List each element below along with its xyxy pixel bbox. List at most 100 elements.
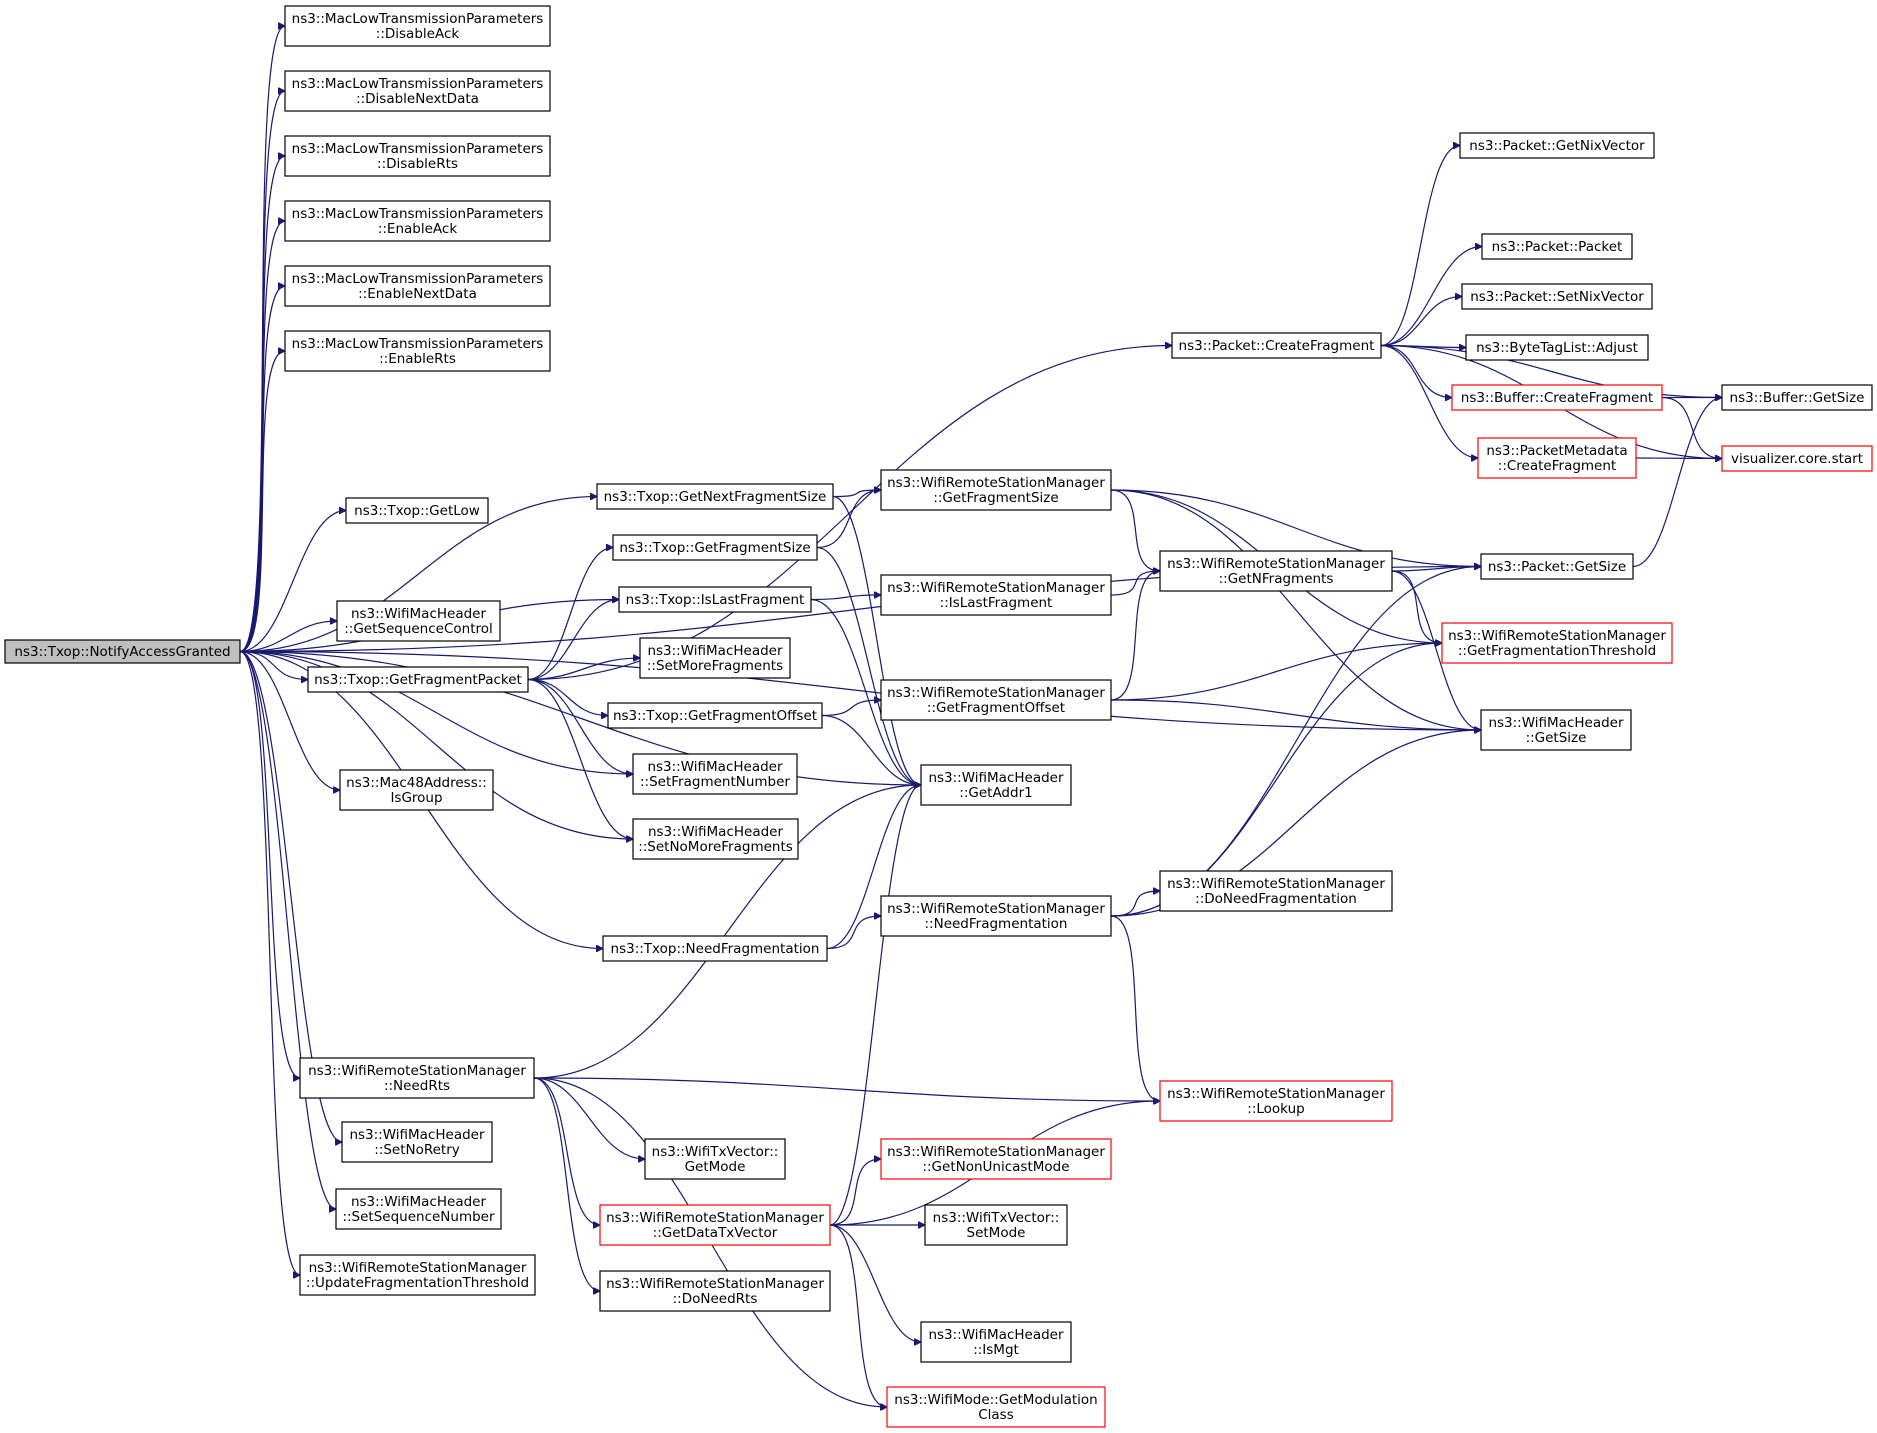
function-node-box [1721, 445, 1873, 472]
function-node-setNoRetry[interactable]: ns3::WifiMacHeader::SetNoRetry [341, 1121, 493, 1163]
function-name-line: ::SetMoreFragments [647, 658, 783, 674]
function-node-getModeTx[interactable]: ns3::WifiTxVector::GetMode [644, 1138, 786, 1180]
function-node-root[interactable]: ns3::Txop::NotifyAccessGranted [4, 639, 241, 664]
function-node-vizStart[interactable]: visualizer.core.start [1721, 445, 1873, 472]
function-node-setSeqNum[interactable]: ns3::WifiMacHeader::SetSequenceNumber [335, 1188, 502, 1230]
call-edge-pktCreateFrag-to-pktPacket [1380, 247, 1482, 347]
function-name-line: ::DisableAck [376, 26, 460, 42]
call-edge-wrsmFragOffset-to-getFragThr [1110, 643, 1442, 701]
call-edge-getFragPacket-to-setFragNum [527, 678, 633, 775]
function-name-line: ::GetFragmentOffset [927, 700, 1065, 716]
function-node-btlAdjust[interactable]: ns3::ByteTagList::Adjust [1465, 334, 1649, 361]
call-edge-txopNextFragSize-to-getAddr1 [832, 495, 921, 786]
function-name-line: ns3::WifiMacHeader [1488, 715, 1624, 731]
function-name-line: ::NeedRts [384, 1078, 450, 1094]
call-edge-root-to-isGroup [239, 650, 340, 791]
function-name-line: ns3::Txop::GetFragmentOffset [613, 708, 817, 724]
function-node-wrsmNeedFrag[interactable]: ns3::WifiRemoteStationManager::NeedFragm… [880, 895, 1112, 937]
function-node-doNeedFrag[interactable]: ns3::WifiRemoteStationManager::DoNeedFra… [1159, 870, 1393, 912]
function-node-txopNeedFrag[interactable]: ns3::Txop::NeedFragmentation [602, 935, 828, 962]
function-node-enableRts[interactable]: ns3::MacLowTransmissionParameters::Enabl… [284, 330, 551, 372]
function-name-line: ns3::Buffer::GetSize [1730, 390, 1865, 406]
function-node-getAddr1[interactable]: ns3::WifiMacHeader::GetAddr1 [920, 764, 1072, 806]
function-node-pktPacket[interactable]: ns3::Packet::Packet [1481, 233, 1633, 260]
function-name-line: ns3::Packet::GetNixVector [1469, 138, 1645, 154]
function-node-getFragThr[interactable]: ns3::WifiRemoteStationManager::GetFragme… [1441, 622, 1673, 664]
function-node-getLow[interactable]: ns3::Txop::GetLow [345, 497, 489, 524]
function-node-box [284, 265, 551, 307]
function-node-pmCreateFrag[interactable]: ns3::PacketMetadata::CreateFragment [1477, 437, 1637, 479]
function-name-line: ::GetSize [1526, 730, 1587, 746]
call-edge-root-to-setSeqNum [239, 650, 336, 1210]
function-name-line: ns3::WifiRemoteStationManager [1167, 556, 1385, 572]
function-node-txopIsLast[interactable]: ns3::Txop::IsLastFragment [618, 586, 812, 613]
function-node-isMgt[interactable]: ns3::WifiMacHeader::IsMgt [920, 1321, 1072, 1363]
function-name-line: Class [978, 1407, 1014, 1423]
function-name-line: ::DoNeedFragmentation [1195, 891, 1357, 907]
function-node-getFragPacket[interactable]: ns3::Txop::GetFragmentPacket [307, 666, 529, 693]
call-edge-needRts-to-getModeTx [533, 1077, 645, 1159]
call-edge-getDataTxVector-to-getAddr1 [829, 785, 921, 1226]
function-node-box [596, 483, 834, 510]
function-name-line: GetMode [685, 1159, 746, 1175]
function-node-disableRts[interactable]: ns3::MacLowTransmissionParameters::Disab… [284, 135, 551, 177]
function-node-wmhGetSize[interactable]: ns3::WifiMacHeader::GetSize [1480, 709, 1632, 751]
function-node-getNFrag[interactable]: ns3::WifiRemoteStationManager::GetNFragm… [1159, 550, 1393, 592]
function-name-line: ns3::WifiRemoteStationManager [887, 475, 1105, 491]
function-name-line: ns3::WifiMode::GetModulation [894, 1392, 1097, 1408]
function-node-isGroup[interactable]: ns3::Mac48Address::IsGroup [339, 769, 494, 811]
function-node-needRts[interactable]: ns3::WifiRemoteStationManager::NeedRts [299, 1057, 535, 1099]
function-node-doNeedRts[interactable]: ns3::WifiRemoteStationManager::DoNeedRts [599, 1270, 831, 1312]
call-edge-getNFrag-to-wmhGetSize [1391, 570, 1481, 730]
function-node-box [924, 1204, 1068, 1246]
function-node-wrsmIsLast[interactable]: ns3::WifiRemoteStationManager::IsLastFra… [880, 574, 1112, 616]
call-edge-getDataTxVector-to-getNonUnicast [829, 1159, 881, 1226]
function-node-wrsmFragSize[interactable]: ns3::WifiRemoteStationManager::GetFragme… [880, 469, 1112, 511]
function-node-updFragThr[interactable]: ns3::WifiRemoteStationManager::UpdateFra… [299, 1254, 536, 1296]
function-node-setMoreFrag[interactable]: ns3::WifiMacHeader::SetMoreFragments [639, 637, 791, 679]
call-edge-wrsmFragOffset-to-wmhGetSize [1110, 699, 1481, 730]
function-name-line: ns3::WifiRemoteStationManager [887, 901, 1105, 917]
function-node-getNonUnicast[interactable]: ns3::WifiRemoteStationManager::GetNonUni… [880, 1138, 1112, 1180]
function-name-line: ::EnableNextData [358, 286, 477, 302]
function-node-getSeqCtrl[interactable]: ns3::WifiMacHeader::GetSequenceControl [336, 600, 501, 642]
function-node-pktGetNix[interactable]: ns3::Packet::GetNixVector [1459, 132, 1655, 159]
function-node-box [880, 469, 1112, 511]
function-node-txopFragSize[interactable]: ns3::Txop::GetFragmentSize [612, 534, 818, 561]
function-node-wrsmFragOffset[interactable]: ns3::WifiRemoteStationManager::GetFragme… [880, 679, 1112, 721]
function-node-box [1459, 132, 1655, 159]
call-edge-pktCreateFrag-to-bufCreateFrag [1380, 344, 1452, 398]
function-node-disableAck[interactable]: ns3::MacLowTransmissionParameters::Disab… [284, 5, 551, 47]
function-node-disableNextData[interactable]: ns3::MacLowTransmissionParameters::Disab… [284, 70, 551, 112]
call-edge-wrsmFragSize-to-getNFrag [1110, 489, 1160, 571]
function-name-line: IsGroup [390, 790, 442, 806]
call-edge-txopNextFragSize-to-wrsmFragSize [832, 490, 881, 498]
function-node-enableAck[interactable]: ns3::MacLowTransmissionParameters::Enabl… [284, 200, 551, 242]
function-node-setNoMoreFrag[interactable]: ns3::WifiMacHeader::SetNoMoreFragments [632, 818, 799, 860]
function-node-box [612, 534, 818, 561]
call-edge-getDataTxVector-to-isMgt [829, 1224, 921, 1342]
call-edge-pktCreateFrag-to-pktGetNix [1380, 146, 1460, 347]
function-name-line: ns3::WifiRemoteStationManager [606, 1210, 824, 1226]
function-node-bufCreateFrag[interactable]: ns3::Buffer::CreateFragment [1451, 384, 1663, 411]
function-node-bufGetSize[interactable]: ns3::Buffer::GetSize [1721, 384, 1873, 411]
function-node-lookup[interactable]: ns3::WifiRemoteStationManager::Lookup [1159, 1080, 1393, 1122]
function-node-enableNextData[interactable]: ns3::MacLowTransmissionParameters::Enabl… [284, 265, 551, 307]
function-node-pktGetSize[interactable]: ns3::Packet::GetSize [1480, 553, 1634, 580]
function-nodes: ns3::Txop::NotifyAccessGranted ns3::MacLo… [4, 5, 1873, 1428]
function-node-pktCreateFrag[interactable]: ns3::Packet::CreateFragment [1171, 332, 1382, 359]
function-node-box [599, 1204, 831, 1246]
function-node-setFragNum[interactable]: ns3::WifiMacHeader::SetFragmentNumber [632, 753, 798, 795]
function-node-txopFragOffset[interactable]: ns3::Txop::GetFragmentOffset [607, 702, 823, 729]
call-edge-pmCreateFrag-to-vizStart [1635, 458, 1722, 459]
function-name-line: ns3::WifiMacHeader [351, 1194, 487, 1210]
function-node-getDataTxVector[interactable]: ns3::WifiRemoteStationManager::GetDataTx… [599, 1204, 831, 1246]
function-node-setModeTx[interactable]: ns3::WifiTxVector::SetMode [924, 1204, 1068, 1246]
function-name-line: ns3::Packet::SetNixVector [1470, 289, 1644, 305]
function-name-line: ns3::Txop::GetFragmentPacket [314, 672, 522, 688]
function-name-line: ::NeedFragmentation [925, 916, 1068, 932]
call-edge-wrsmNeedFrag-to-lookup [1110, 915, 1160, 1101]
function-node-txopNextFragSize[interactable]: ns3::Txop::GetNextFragmentSize [596, 483, 834, 510]
function-node-pktSetNix[interactable]: ns3::Packet::SetNixVector [1461, 283, 1653, 310]
